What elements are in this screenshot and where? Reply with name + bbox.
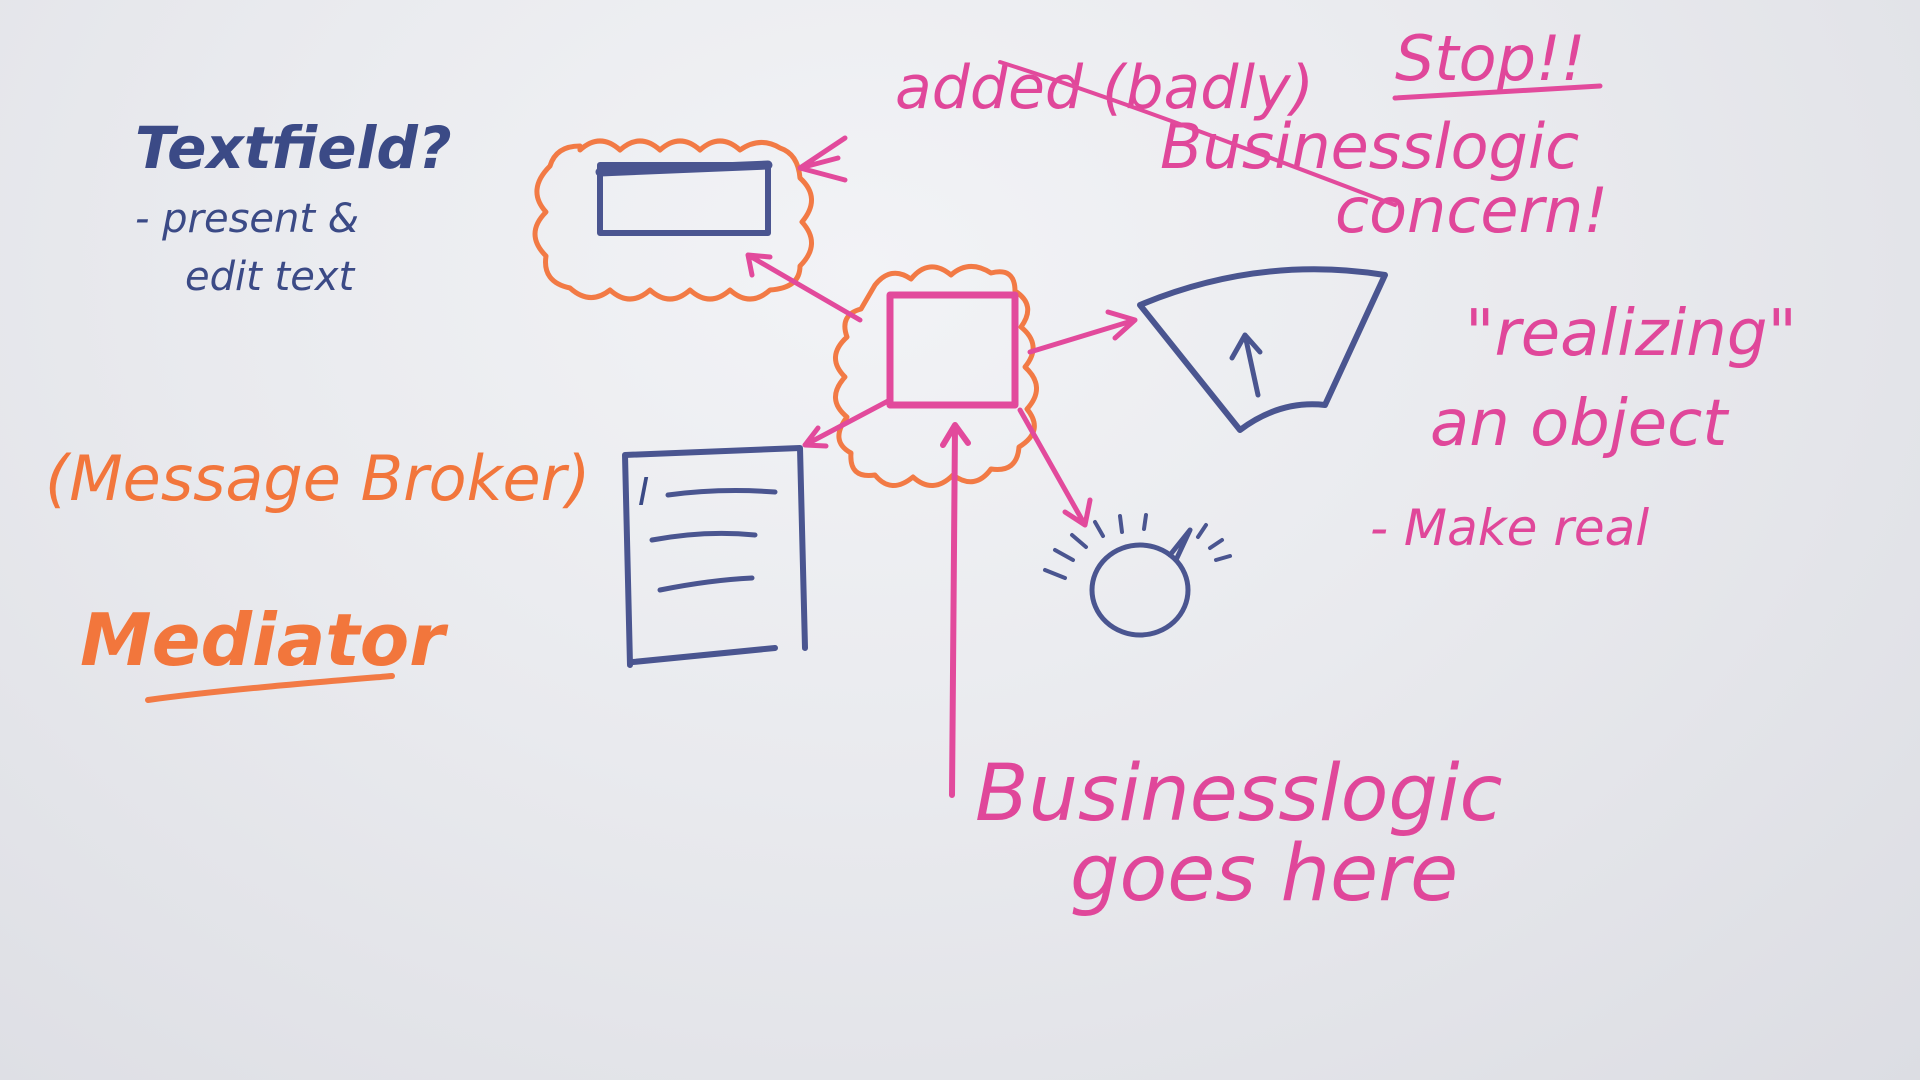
knob-circle <box>1089 542 1191 638</box>
textfield-pointer-arrow <box>797 135 848 183</box>
textfield-highlight-cloud <box>532 138 814 302</box>
goes-here-line1: Businesslogic <box>975 749 1502 839</box>
list-widget: I <box>622 445 808 668</box>
list-line-2 <box>649 530 758 543</box>
gauge-needle <box>1229 332 1263 398</box>
knob-tick-marks <box>1043 513 1232 580</box>
arrow-to-knob <box>1017 407 1093 528</box>
make-real-note: - Make real <box>1370 499 1649 557</box>
arrow-to-businesslogic <box>940 422 971 798</box>
arrow-to-gauge <box>1027 309 1138 355</box>
message-broker-label: (Message Broker) <box>45 442 590 515</box>
gauge-widget <box>1137 266 1388 433</box>
textfield-desc-line1: - present & <box>135 196 359 242</box>
mediator-label: Mediator <box>80 598 449 682</box>
gauge-outline <box>1137 266 1388 433</box>
arrow-to-textfield <box>745 252 863 323</box>
stop-underline <box>1392 83 1603 101</box>
textfield-top-edge <box>595 160 773 177</box>
textfield-desc-line2: edit text <box>185 254 355 300</box>
textfield-widget <box>532 135 848 302</box>
list-outline <box>622 445 808 668</box>
list-cursor-icon: I <box>638 470 649 514</box>
stop-note: Stop!! <box>1395 22 1586 95</box>
knob-widget <box>1043 513 1232 638</box>
knob-pointer <box>1167 527 1193 563</box>
strike-through-line <box>998 60 1397 207</box>
mediator-box <box>833 264 1039 488</box>
businesslogic-concern-line1: Businesslogic <box>1160 110 1579 183</box>
mediator-square <box>886 291 1019 409</box>
realizing-line1: "realizing" <box>1465 297 1797 371</box>
goes-here-line2: goes here <box>1070 829 1458 919</box>
mediator-highlight-cloud <box>833 264 1039 488</box>
realizing-line2: an object <box>1430 387 1730 461</box>
mediator-underline <box>145 673 395 703</box>
added-badly-note: added (badly) <box>895 53 1314 123</box>
list-line-1 <box>665 488 778 498</box>
businesslogic-concern-line2: concern! <box>1335 174 1608 247</box>
textfield-title: Textfield? <box>135 114 452 182</box>
list-line-3 <box>657 575 755 593</box>
arrow-to-list <box>802 397 893 449</box>
